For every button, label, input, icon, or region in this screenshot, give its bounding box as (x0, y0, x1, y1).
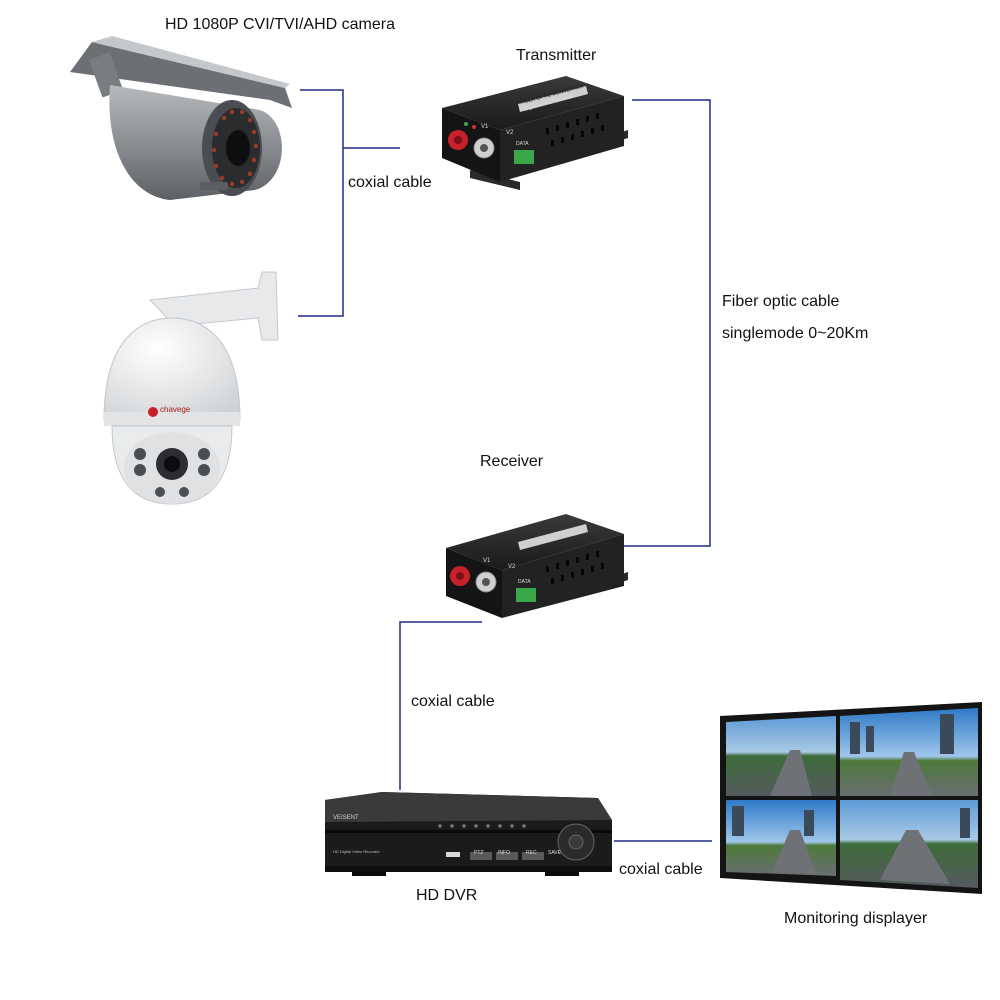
rx-port-v2: V2 (508, 564, 515, 570)
dvr-button-save: SAVE (548, 850, 561, 856)
bullet-camera-icon (70, 36, 292, 200)
camera-label: HD 1080P CVI/TVI/AHD camera (165, 16, 395, 34)
fiber-optic-wire (622, 100, 710, 546)
fiber-cable-label: Fiber optic cable (722, 293, 839, 311)
coax-wire-bullet-camera (300, 90, 343, 148)
tx-port-v1: V1 (481, 124, 488, 130)
coax-cable-label-top: coxial cable (348, 174, 432, 192)
dvr-brand-text: VEISENT (333, 815, 359, 821)
fiber-range-label: singlemode 0~20Km (722, 325, 868, 343)
dvr-button-ptz: PTZ (474, 850, 483, 856)
fiber-transmitter-icon (442, 76, 628, 190)
ptz-dome-camera-icon (104, 272, 278, 504)
dome-brand-text: chavege (160, 405, 190, 414)
dvr-button-rec: REC (526, 850, 537, 856)
dvr-icon (325, 792, 612, 876)
fiber-receiver-icon (446, 514, 628, 618)
dvr-label: HD DVR (416, 887, 477, 905)
rx-port-v1: V1 (483, 558, 490, 564)
receiver-label: Receiver (480, 453, 543, 471)
dvr-button-info: INFO (498, 850, 510, 856)
tx-port-v2: V2 (506, 130, 513, 136)
monitor-label: Monitoring displayer (784, 910, 927, 928)
dvr-sub-text: HD Digital Video Recorder (333, 849, 380, 854)
video-wall-monitor-icon (720, 702, 982, 894)
tx-port-data: DATA (516, 141, 529, 147)
coax-cable-label-mid: coxial cable (411, 693, 495, 711)
coax-cable-label-bottom: coxial cable (619, 861, 703, 879)
coax-wire-dome-camera (298, 148, 343, 316)
transmitter-label: Transmitter (516, 47, 596, 65)
rx-port-data: DATA (518, 579, 531, 585)
